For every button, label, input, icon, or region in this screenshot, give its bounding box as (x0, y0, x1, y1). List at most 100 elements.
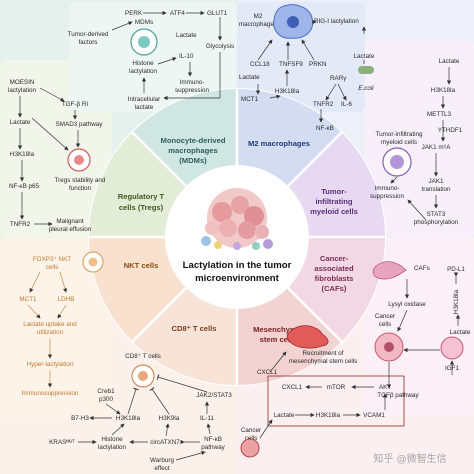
msc-cxcl1-top: CXCL1 (257, 369, 278, 376)
msc-recruit-1: Recruitment of (303, 350, 344, 357)
timc-ythdf1: YTHDF1 (438, 127, 463, 134)
timc-cell-1: Tumor-infiltrating (375, 131, 423, 138)
msc-mtor: mTOR (327, 384, 346, 391)
nkt-immsup: Immunosuppression (22, 390, 79, 397)
timc-jak1m6a: JAK1 m⁶A (422, 144, 452, 151)
msc-vcam1: VCAM1 (363, 412, 385, 419)
treg-moesin-1: MOESIN (10, 79, 35, 86)
m2-lactate-left: Lactate (239, 74, 260, 81)
cd8-nfkb-1: NF-κB (204, 436, 222, 443)
sector-label-caf-4: (CAFs) (322, 284, 347, 293)
timc-imm-1: Immuno- (375, 185, 400, 192)
mdm-histone-1: Histone (132, 60, 154, 67)
msc-lactate: Lactate (274, 412, 295, 419)
m2-panel (237, 2, 365, 112)
caf-h3k18la: H3K18la (453, 289, 460, 314)
m2-lactate-top: Lactate (354, 53, 375, 60)
m2-macrophage-icon (273, 4, 314, 39)
nkt-panel (0, 238, 112, 418)
treg-mal-2: pleural effusion (49, 226, 92, 233)
treg-lactate: Lactate (10, 119, 31, 126)
tumor-cluster-illustration (201, 188, 273, 250)
msc-cancer-1: Cancer (241, 427, 261, 434)
cd8-b7h3: B7-H3 (71, 415, 89, 422)
msc-recruit-2: mesenchymal stem cells (289, 358, 358, 365)
msc-pathway-box (267, 375, 405, 427)
cd8-cell-icon (131, 364, 155, 388)
treg-moesin-2: lactylation (8, 87, 36, 94)
timc-jak1-2: translation (421, 186, 451, 193)
m2-mct1: MCT1 (241, 96, 259, 103)
nkt-foxp3-1: FOXP3⁺ NKT (33, 256, 71, 263)
mdm-panel (70, 2, 237, 112)
caf-cancer-cell-icon (374, 332, 404, 362)
m2-tnfr2: TNFR2 (313, 101, 334, 108)
timc-imm-2: suppression (370, 193, 404, 200)
mdm-il10: IL-10 (179, 53, 194, 60)
treg-tnfr2: TNFR2 (10, 221, 31, 228)
treg-tgfb: TGF-β RI (62, 101, 89, 108)
cd8-kras: KRASᴹᵁᵀ (49, 439, 75, 446)
m2-il6: IL-6 (341, 101, 352, 108)
sector-label-treg-1: Regulatory T (118, 192, 165, 201)
sector-label-caf-3: fibroblasts (315, 274, 354, 283)
msc-h3k18la: H3K18la (316, 412, 341, 419)
timc-stat3-2: phosphorylation (414, 219, 459, 226)
sector-label-caf-2: associated (314, 264, 354, 273)
timc-panel (364, 40, 474, 238)
caf-cafs: CAFs (414, 265, 430, 272)
mdm-immuno-1: Immuno- (180, 79, 205, 86)
sector-label-treg-2: cells (Tregs) (119, 203, 164, 212)
ecoli-icon (358, 66, 374, 74)
nkt-cell-icon (82, 251, 104, 273)
treg-cell-icon (67, 148, 91, 172)
cd8-il11: IL-11 (200, 415, 214, 422)
caf-cancer-1: Cancer (375, 313, 395, 320)
caf-lysyl: Lysyl oxidase (388, 301, 426, 308)
nkt-lu-2: utilization (37, 329, 64, 336)
nkt-mct1: MCT1 (19, 296, 37, 303)
cd8-h3k18la: H3K18la (116, 415, 141, 422)
cd8-histone-2: lactylation (98, 444, 126, 451)
mdm-tdf-2: factors (79, 39, 98, 46)
cd8-title: CD8⁺ T cells (125, 353, 161, 360)
m2-title-2: macrophages (239, 21, 277, 28)
m2-tnfsf9: TNFSF9 (279, 61, 303, 68)
m2-ecoli: E.coli (358, 85, 374, 92)
m2-prkn: PRKN (309, 61, 327, 68)
sector-label-caf-1: Cancer- (320, 254, 349, 263)
cd8-p300: p300 (99, 396, 114, 403)
mdm-intra-1: Intracellular (128, 96, 161, 103)
sector-label-mdm-2: macrophages (168, 146, 217, 155)
caf-pdl1: PD-L1 (447, 266, 465, 273)
caf-cell-icon-right (440, 336, 464, 360)
sector-label-mdm-3: (MDMs) (179, 156, 207, 165)
nkt-foxp3-2: cells (46, 264, 59, 271)
sector-label-cd8: CD8⁺ T cells (172, 324, 217, 333)
mdm-atf4: ATF4 (170, 10, 185, 17)
msc-stem-cell-icon (286, 325, 329, 349)
cd8-warburg-2: effect (154, 465, 170, 472)
nkt-hyper: Hyper-lactylation (27, 361, 74, 368)
m2-title-1: M2 (254, 13, 263, 20)
cd8-jak2: JAK2/STAT3 (196, 392, 232, 399)
mdm-glycolysis: Glycolysis (206, 43, 234, 50)
msc-cxcl1-box: CXCL1 (282, 384, 303, 391)
sector-label-m2: M2 macrophages (248, 139, 310, 148)
sector-label-nkt: NKT cells (124, 261, 159, 270)
m2-rigi: RIG-I lactylation (314, 18, 359, 25)
nkt-ldhb: LDHB (58, 296, 75, 303)
msc-cancer-2: cells (245, 435, 258, 442)
nkt-lu-1: Lactate uptake and (23, 321, 77, 328)
cd8-creb1: Creb1 (97, 388, 115, 395)
treg-mal-1: Malignant (56, 218, 84, 225)
caf-tgfb: TGFβ pathway (377, 392, 419, 399)
timc-cell-icon (382, 147, 412, 177)
sector-label-timc-2: infiltrating (315, 197, 352, 206)
mdm-lactate: Lactate (176, 32, 197, 39)
caf-fibroblast-icon (372, 261, 407, 280)
sector-label-timc-1: Tumor- (321, 187, 347, 196)
m2-ccl18: CCL18 (250, 61, 270, 68)
timc-jak1-1: JAK1 (428, 178, 444, 185)
